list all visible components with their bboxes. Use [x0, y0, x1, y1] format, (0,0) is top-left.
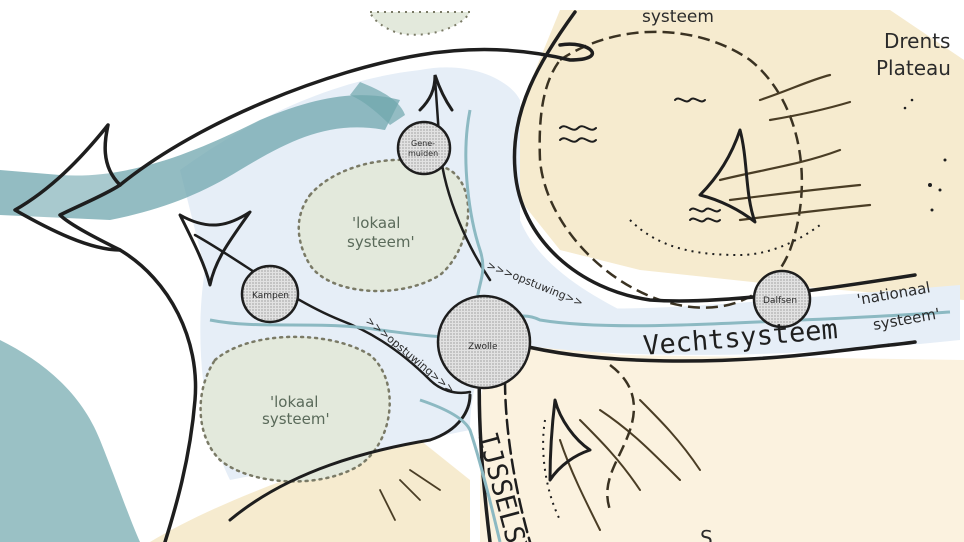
top-system-label: systeem: [642, 7, 714, 27]
local-system-2-line1: 'lokaal: [270, 393, 318, 411]
teal-lake-band-lower: [0, 340, 140, 542]
local-system-2-line2: systeem': [262, 410, 330, 428]
local-system-1-line2: systeem': [347, 233, 415, 251]
town-dalfsen-label: Dalfsen: [763, 296, 797, 306]
town-genemuiden-label-1: Gene-: [411, 139, 435, 148]
town-genemuiden-label-2: muiden: [408, 149, 438, 158]
drents-label-line2: Plateau: [876, 56, 951, 80]
local-system-1-line1: 'lokaal: [352, 214, 400, 232]
southwest-shore-line: [120, 250, 196, 542]
town-zwolle-label: Zwolle: [468, 342, 498, 352]
bottom-partial-label: S: [700, 526, 713, 542]
local-system-area-top: [370, 12, 470, 35]
drents-label-line1: Drents: [884, 29, 950, 53]
town-genemuiden: [398, 122, 450, 174]
town-kampen-label: Kampen: [252, 291, 289, 301]
